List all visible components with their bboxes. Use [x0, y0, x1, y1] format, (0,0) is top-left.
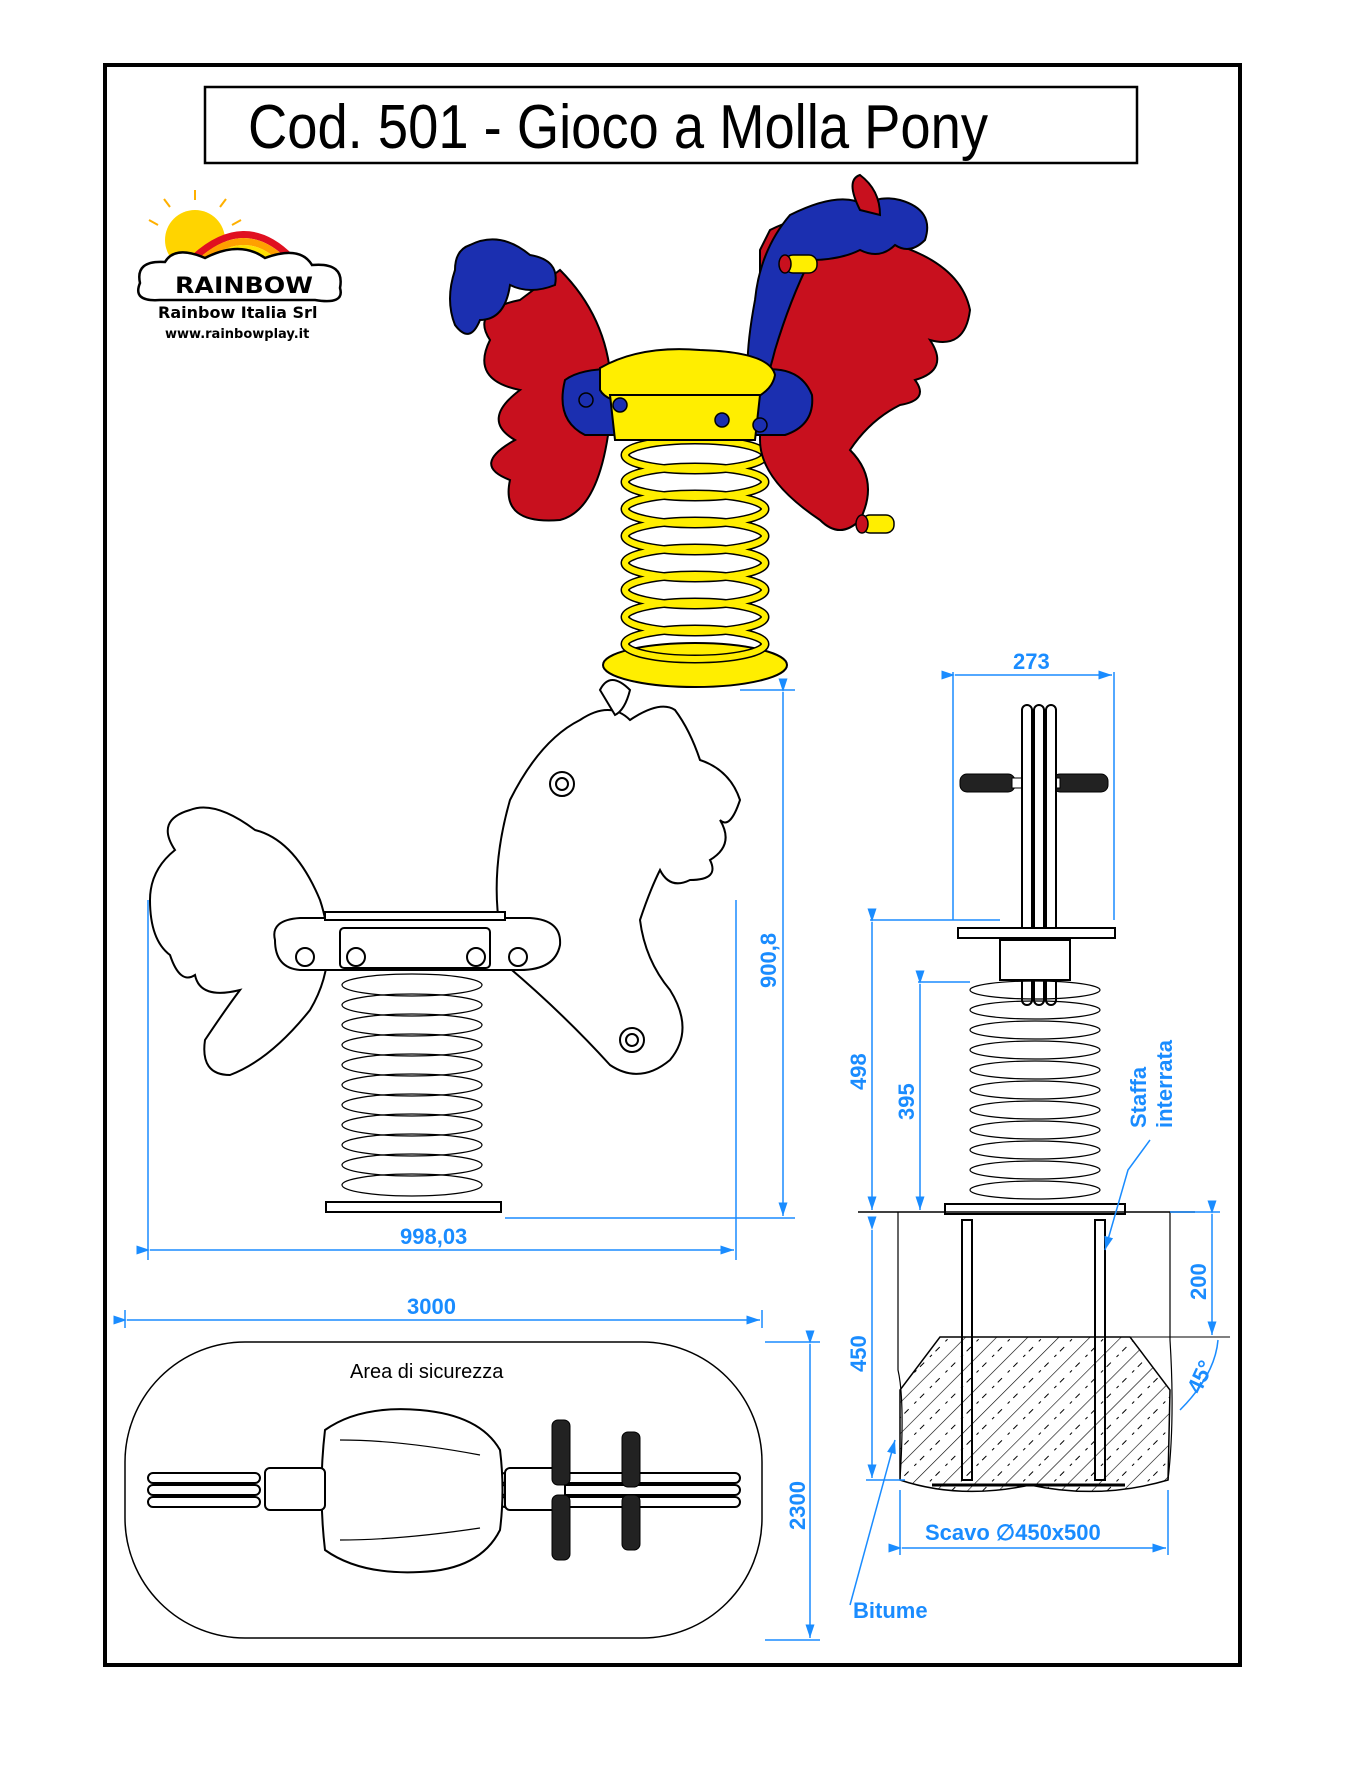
- top-view-drawing: 3000 Area di sicurezza 2300: [113, 1294, 820, 1641]
- side-width-dim: 998,03: [400, 1224, 467, 1249]
- top-view-handles: [551, 1419, 641, 1561]
- bracket-label-line2: interrata: [1152, 1039, 1177, 1128]
- brand-company: Rainbow Italia Srl: [158, 303, 317, 322]
- handle-bottom-icon: [855, 514, 895, 534]
- side-bolt-icons: [549, 771, 645, 1053]
- page-frame: [103, 63, 1242, 1667]
- pony-ear-red: [851, 173, 882, 217]
- side-seat-bracket: [339, 927, 491, 969]
- brand-website: www.rainbowplay.it: [165, 327, 309, 342]
- foundation-depth-dim: 450: [846, 1335, 871, 1372]
- side-head-outline: [495, 705, 742, 1075]
- spring-color: [602, 435, 788, 688]
- seat-bracket-yellow: [608, 394, 762, 441]
- concrete-footing: [899, 1336, 1171, 1493]
- title-box: Cod. 501 - Gioco a Molla Pony: [203, 85, 1139, 165]
- brand-name: RAINBOW: [175, 274, 313, 299]
- side-height-dim: 900,8: [756, 933, 781, 988]
- pony-head-red: [759, 216, 972, 531]
- top-layer-dim: 200: [1186, 1263, 1211, 1300]
- front-seat: [957, 927, 1116, 939]
- side-ear-outline: [598, 679, 632, 717]
- top-width-dim: 2300: [785, 1481, 810, 1530]
- front-spring-height-dim: 395: [894, 1083, 919, 1120]
- surface-label: Bitume: [853, 1598, 928, 1623]
- safety-area-label: Area di sicurezza: [350, 1361, 504, 1383]
- front-total-height-dim: 498: [846, 1053, 871, 1090]
- pony-tail-blue: [449, 238, 557, 335]
- rainbow-logo: RAINBOW Rainbow Italia Srl www.rainbowpl…: [137, 190, 342, 342]
- cloud-icon: [137, 247, 342, 303]
- top-view-body: [147, 1408, 741, 1574]
- page-title: Cod. 501 - Gioco a Molla Pony: [248, 93, 988, 162]
- top-length-dim: 3000: [407, 1294, 456, 1319]
- front-view-drawing: 273: [846, 649, 1230, 1623]
- handle-top-icon: [778, 254, 818, 274]
- front-width-dim: 273: [1013, 649, 1050, 674]
- side-seat-top: [324, 911, 506, 921]
- safety-area-outline: [124, 1341, 763, 1639]
- bracket-label-line1: Staffa: [1126, 1066, 1151, 1128]
- side-view-drawing: 900,8 998,03: [136, 678, 795, 1260]
- bolt-icons: [578, 392, 768, 433]
- pony-color-render: [449, 173, 972, 688]
- excavation-dim: Scavo ∅450x500: [925, 1520, 1101, 1545]
